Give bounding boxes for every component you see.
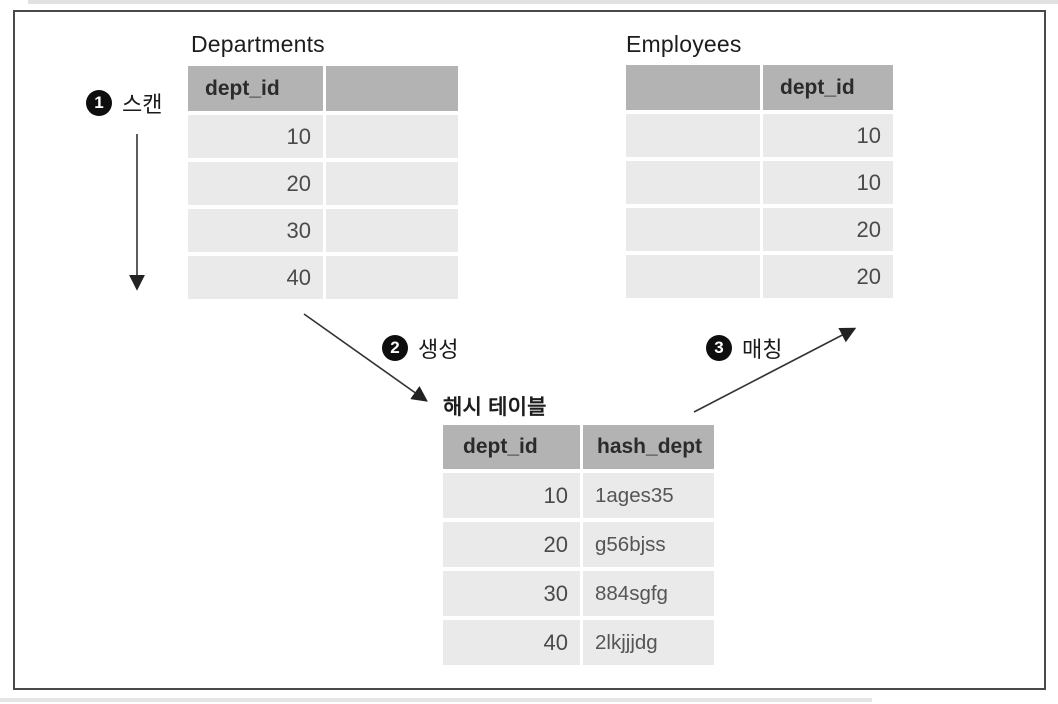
column-header [626, 65, 760, 110]
table-cell: 40 [188, 256, 323, 299]
column-header [326, 66, 458, 111]
table-cell [326, 209, 458, 252]
hash-table-title: 해시 테이블 [443, 396, 547, 419]
table-cell: 2lkjjjdg [583, 620, 714, 665]
table-cell: 20 [188, 162, 323, 205]
table-cell: 20 [763, 255, 893, 298]
header-row: dept_id [626, 65, 893, 110]
table-row: 20 [626, 255, 893, 298]
scan-artifact-bottom [0, 698, 872, 702]
column-header: dept_id [188, 66, 323, 111]
table-cell [626, 114, 760, 157]
table-cell: 20 [443, 522, 580, 567]
table-cell [626, 161, 760, 204]
table-cell: 30 [443, 571, 580, 616]
step-1-badge: 1 [86, 90, 112, 116]
step-2-label: 생성 [418, 337, 459, 362]
column-header: hash_dept [583, 425, 714, 469]
column-header: dept_id [763, 65, 893, 110]
table-cell [326, 162, 458, 205]
table-cell [326, 115, 458, 158]
table-row: 20 [188, 162, 458, 205]
table-cell [626, 208, 760, 251]
step-match: 3 매칭 [706, 332, 782, 364]
table-cell: 30 [188, 209, 323, 252]
table-cell: 10 [443, 473, 580, 518]
table-cell [326, 256, 458, 299]
step-scan: 1 스캔 [86, 87, 162, 119]
table-cell: 10 [188, 115, 323, 158]
scan-artifact-top [28, 0, 1058, 4]
table-row: 40 [188, 256, 458, 299]
table-cell: 10 [763, 114, 893, 157]
column-header: dept_id [443, 425, 580, 469]
table-cell: 20 [763, 208, 893, 251]
step-2-badge: 2 [382, 335, 408, 361]
table-row: 20 [626, 208, 893, 251]
table-cell: g56bjss [583, 522, 714, 567]
table-row: 10 [626, 161, 893, 204]
employees-title: Employees [626, 31, 742, 57]
header-row: dept_id [188, 66, 458, 111]
step-3-label: 매칭 [742, 337, 783, 362]
table-row: 10 [188, 115, 458, 158]
step-1-label: 스캔 [122, 92, 163, 117]
table-row: 10 [626, 114, 893, 157]
departments-title: Departments [191, 31, 325, 57]
table-cell: 884sgfg [583, 571, 714, 616]
table-cell: 10 [763, 161, 893, 204]
table-cell [626, 255, 760, 298]
step-build: 2 생성 [382, 332, 458, 364]
table-cell: 40 [443, 620, 580, 665]
step-3-badge: 3 [706, 335, 732, 361]
table-row: 30 [188, 209, 458, 252]
table-cell: 1ages35 [583, 473, 714, 518]
